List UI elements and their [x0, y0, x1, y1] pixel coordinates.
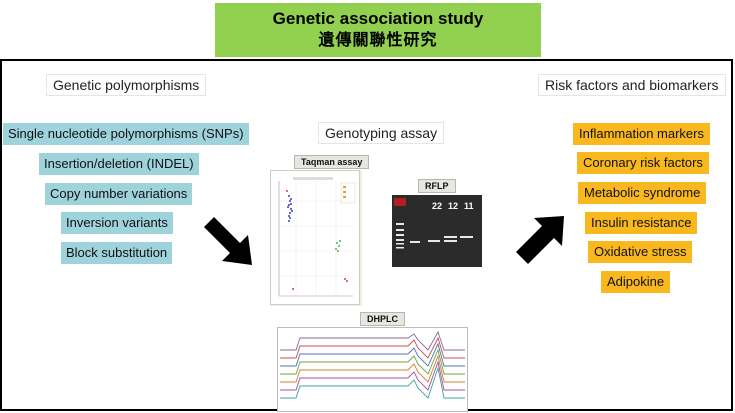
title-banner: Genetic association study 遺傳關聯性研究: [215, 3, 541, 57]
biomarker-oxidative: Oxidative stress: [588, 241, 693, 263]
poly-block-substitution: Block substitution: [61, 242, 173, 264]
poly-inversion: Inversion variants: [61, 212, 173, 234]
biomarker-coronary: Coronary risk factors: [577, 152, 709, 174]
taqman-scatter-plot: [270, 170, 360, 305]
header-genetic-polymorphisms: Genetic polymorphisms: [46, 74, 207, 96]
arrow-right-up-icon: [516, 216, 564, 264]
poly-indel: Insertion/deletion (INDEL): [39, 153, 199, 175]
header-genotyping-assay: Genotyping assay: [318, 122, 445, 144]
dhplc-label: DHPLC: [360, 312, 405, 326]
taqman-label: Taqman assay: [294, 155, 370, 169]
poly-cnv: Copy number variations: [45, 183, 193, 205]
arrow-right-down-icon: [204, 217, 252, 265]
biomarker-inflammation: Inflammation markers: [573, 123, 710, 145]
title-chinese: 遺傳關聯性研究: [318, 30, 438, 49]
header-risk-factors: Risk factors and biomarkers: [538, 74, 726, 96]
biomarker-adipokine: Adipokine: [601, 271, 671, 293]
rflp-lane-11: 11: [464, 201, 474, 211]
dhplc-chromatogram: [277, 327, 468, 412]
rflp-label: RFLP: [418, 179, 456, 193]
rflp-lane-22: 22: [432, 201, 443, 211]
biomarker-metabolic: Metabolic syndrome: [578, 182, 707, 204]
title-english: Genetic association study: [272, 9, 484, 28]
poly-snps: Single nucleotide polymorphisms (SNPs): [3, 123, 249, 145]
biomarker-insulin: Insulin resistance: [585, 212, 698, 234]
rflp-lane-12: 12: [448, 201, 459, 211]
rflp-gel-image: 22 12 11: [392, 195, 482, 267]
